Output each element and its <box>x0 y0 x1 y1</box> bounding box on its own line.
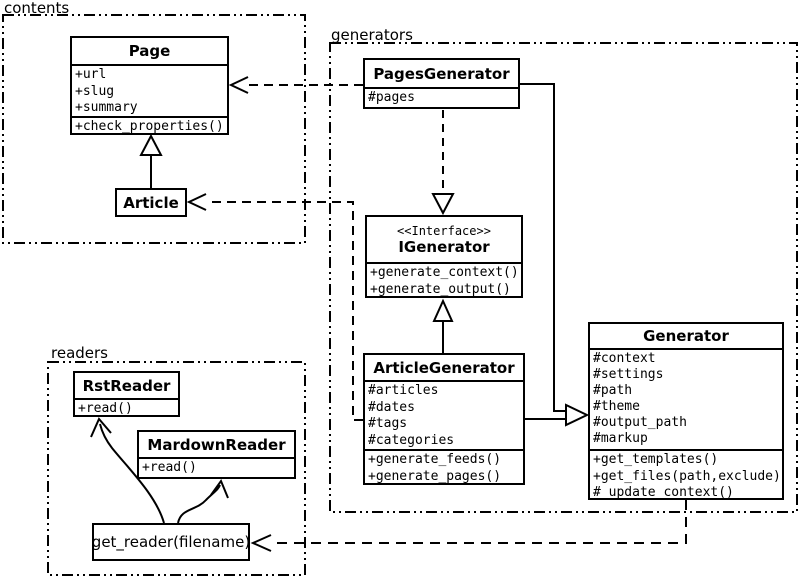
attribute: #categories <box>368 432 455 448</box>
dependency-generator-getreader <box>250 500 687 552</box>
method: #_update_context() <box>593 485 734 498</box>
class-igenerator-stereotype: <<Interface>> <box>397 223 491 238</box>
attribute: #theme <box>593 399 640 414</box>
class-mardownreader-title: MardownReader <box>147 435 286 454</box>
class-article-title: Article <box>123 193 179 212</box>
attribute: #articles <box>368 383 439 398</box>
class-pagesgenerator: PagesGenerator #pages <box>363 58 520 109</box>
class-mardownreader-methods: +read() <box>139 457 294 477</box>
method: +get_files(path,exclude) <box>593 468 781 484</box>
attribute: +url <box>75 67 107 82</box>
class-rstreader-title: RstReader <box>82 376 171 395</box>
method: +read() <box>142 460 197 475</box>
generators-package-label: generators <box>331 26 413 44</box>
method: +generate_context() <box>370 265 519 280</box>
readers-package-label: readers <box>51 344 108 362</box>
method: +get_templates() <box>593 452 719 467</box>
generalization-articlegenerator-igenerator <box>432 298 454 353</box>
attribute: #dates <box>368 399 415 415</box>
class-igenerator-methods: +generate_context() +generate_output() <box>367 262 521 296</box>
get-reader-node: get_reader(filename) <box>92 523 250 561</box>
attribute: +slug <box>75 83 115 99</box>
generalization-pagesgenerator-generator <box>520 83 567 412</box>
realization-pagesgenerator-igenerator <box>431 110 455 216</box>
contents-package-border <box>2 14 306 244</box>
attribute: #context <box>593 351 656 366</box>
class-page-attributes: +url +slug +summary <box>72 64 227 116</box>
attribute: #tags <box>368 416 408 431</box>
class-articlegenerator-methods: +generate_feeds() +generate_pages() <box>365 449 523 483</box>
class-article: Article <box>115 188 187 217</box>
method: +read() <box>78 401 133 415</box>
class-pagesgenerator-title: PagesGenerator <box>373 64 510 83</box>
class-pagesgenerator-attributes: #pages <box>365 87 518 107</box>
generalization-article-page <box>139 133 163 188</box>
attribute: #output_path <box>593 415 687 430</box>
class-generator-title: Generator <box>643 327 729 345</box>
class-igenerator-title: <<Interface>> IGenerator <box>367 217 521 262</box>
attribute: #markup <box>593 431 648 446</box>
class-generator-methods: +get_templates() +get_files(path,exclude… <box>590 449 782 498</box>
class-page-methods: +check_properties() <box>72 116 227 133</box>
class-page: Page +url +slug +summary +check_properti… <box>70 36 229 135</box>
class-rstreader: RstReader +read() <box>73 371 180 417</box>
readers-package-border <box>47 361 306 576</box>
generalization-articlegenerator-generator <box>525 403 590 427</box>
attribute: #pages <box>368 90 415 105</box>
attribute: #path <box>593 383 633 398</box>
method: +generate_feeds() <box>368 452 502 467</box>
arrow-getreader-rstreader <box>90 417 165 524</box>
method: +generate_pages() <box>368 468 502 484</box>
contents-package-label: contents <box>4 0 70 17</box>
dependency-pagesgenerator-page <box>228 76 363 94</box>
method: +check_properties() <box>75 119 224 133</box>
class-generator: Generator #context #settings #path #them… <box>588 322 784 500</box>
arrow-getreader-mardownreader <box>177 478 229 524</box>
class-articlegenerator-attributes: #articles #dates #tags #categories <box>365 380 523 449</box>
generators-package-border <box>329 42 798 513</box>
class-articlegenerator-title: ArticleGenerator <box>373 358 515 377</box>
attribute: +summary <box>75 100 138 115</box>
class-rstreader-methods: +read() <box>75 398 178 415</box>
class-page-title: Page <box>128 42 171 60</box>
dependency-articlegenerator-article <box>186 193 363 421</box>
class-igenerator: <<Interface>> IGenerator +generate_conte… <box>365 215 523 298</box>
method: +generate_output() <box>370 281 511 297</box>
class-igenerator-name: IGenerator <box>398 237 490 256</box>
attribute: #settings <box>593 367 664 382</box>
class-mardownreader: MardownReader +read() <box>137 430 296 479</box>
class-generator-attributes: #context #settings #path #theme #output_… <box>590 348 782 449</box>
class-articlegenerator: ArticleGenerator #articles #dates #tags … <box>363 353 525 485</box>
